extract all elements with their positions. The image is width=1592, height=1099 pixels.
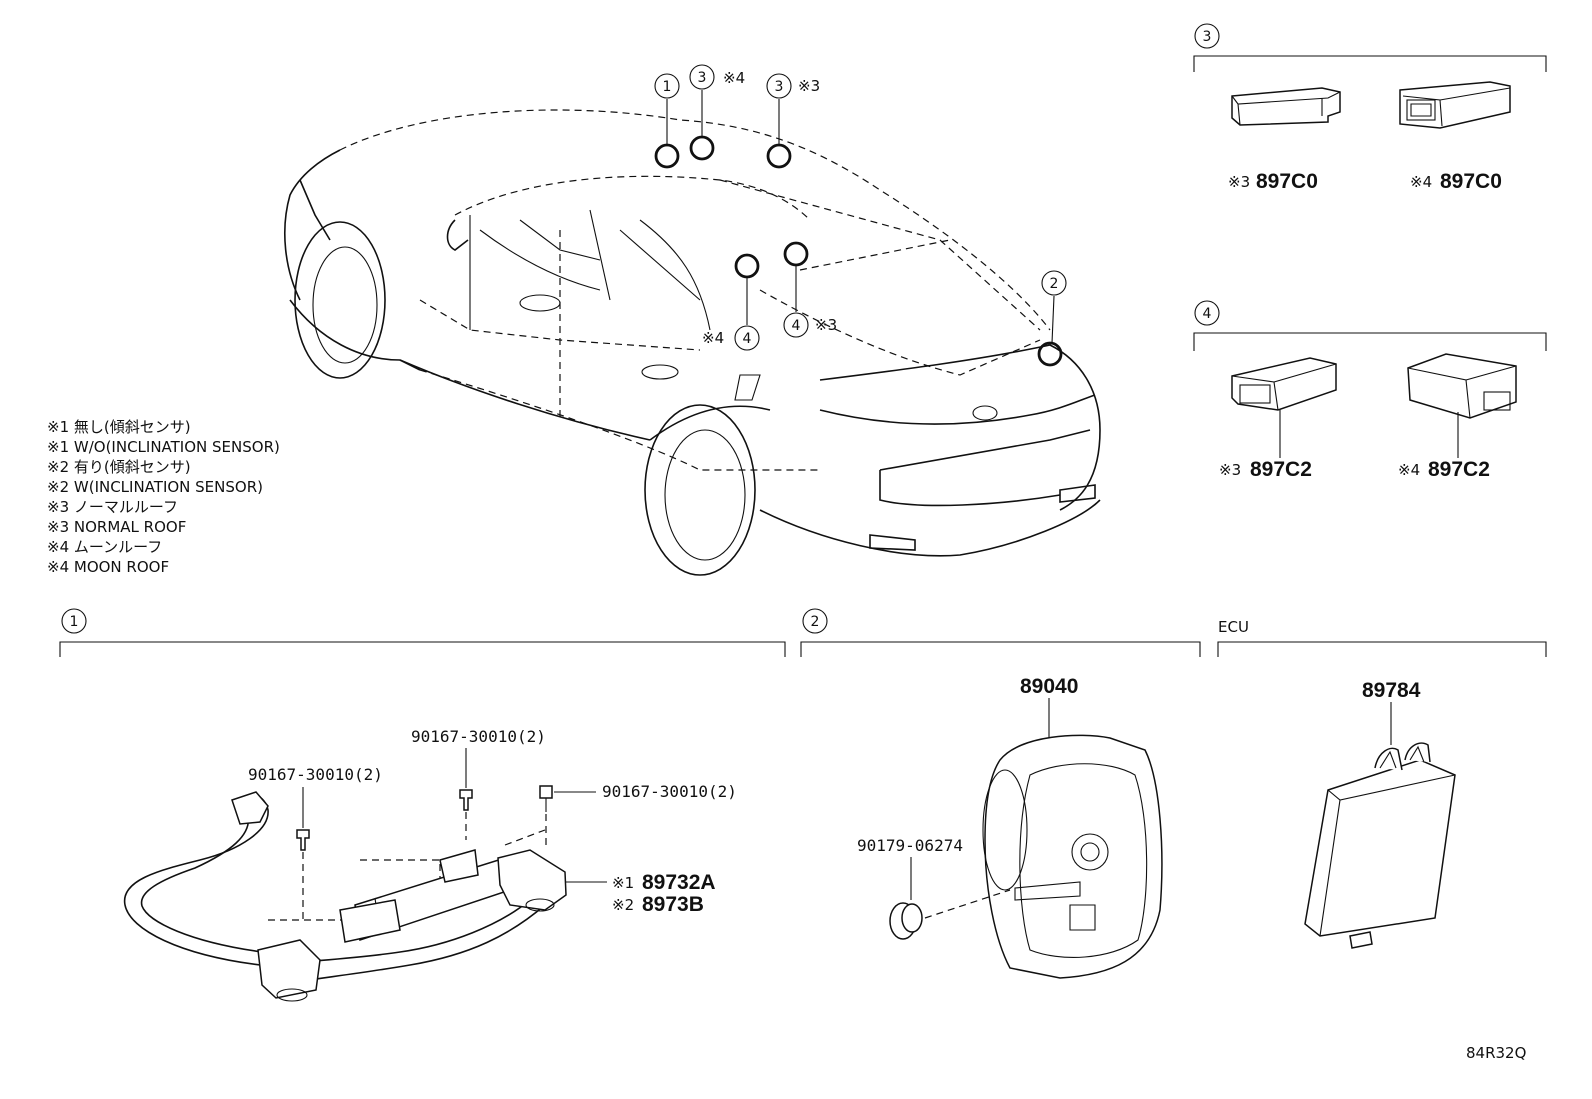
section-4-right-note: ※4 [1398,461,1420,479]
legend-line-2: ※1 W/O(INCLINATION SENSOR) [47,438,280,456]
callout-1: 1 [663,79,672,95]
location-marker-1 [654,143,680,169]
sensor-note-1: ※1 [612,874,634,892]
location-markers: 1 3 ※4 3 ※3 4 ※4 4 ※3 2 [654,64,1067,367]
callout-3-moonroof: 3 [698,70,707,86]
location-marker-4-moonroof [734,253,760,279]
section-3-number: 3 [1203,29,1212,45]
callout-4-moonroof: 4 [743,331,752,347]
sensor-part-8973B: 8973B [642,893,704,916]
legend-line-4: ※2 W(INCLINATION SENSOR) [47,478,263,496]
location-marker-2 [1037,341,1063,367]
section-4-number: 4 [1203,306,1212,322]
bolt-b [459,748,473,811]
car-illustration [284,109,1101,576]
section-1: 1 90167-30010(2) 90167-30010(2) 90167-30… [59,608,786,1002]
section-3: 3 ※3 897C0 ※4 897C0 [1193,23,1547,193]
callout-3-normal: 3 [775,79,784,95]
callout-note-3: ※3 [798,77,820,95]
section-4: 4 ※3 897C2 ※4 897C2 [1193,300,1547,481]
callout-4-normal: 4 [792,318,801,334]
bolt-c-label: 90167-30010(2) [602,782,737,801]
ecu-part-89784: 89784 [1362,679,1421,702]
section-3-left-part: 897C0 [1256,170,1318,193]
section-ecu: ECU 89784 [1217,618,1547,949]
legend-line-1: ※1 無し(傾斜センサ) [47,418,191,436]
legend: ※1 無し(傾斜センサ) ※1 W/O(INCLINATION SENSOR) … [47,418,280,576]
section-4-right-part: 897C2 [1428,458,1490,481]
section-4-left-note: ※3 [1219,461,1241,479]
legend-line-3: ※2 有り(傾斜センサ) [47,458,191,476]
bolt-a-label: 90167-30010(2) [248,765,383,784]
location-marker-4-normal [783,241,809,267]
legend-line-5: ※3 ノーマルルーフ [47,498,178,516]
section-2-number: 2 [811,614,820,630]
location-marker-3-normal [766,143,792,169]
callout-2: 2 [1050,276,1059,292]
section-3-right-note: ※4 [1410,173,1432,191]
sensor-note-2: ※2 [612,896,634,914]
legend-line-6: ※3 NORMAL ROOF [47,518,186,536]
figure-code: 84R32Q [1466,1044,1526,1062]
location-marker-3-moonroof [689,135,715,161]
section-2: 2 89040 90179-06274 [800,608,1201,979]
ecu-title: ECU [1218,618,1249,636]
section-4-left-part: 897C2 [1250,458,1312,481]
legend-line-8: ※4 MOON ROOF [47,558,169,576]
sensor-part-89732A: 89732A [642,871,716,894]
siren-part-89040: 89040 [1020,675,1078,698]
clip-part-label: 90179-06274 [857,836,963,855]
callout-note-4: ※4 [723,69,745,87]
bolt-c [539,785,596,812]
bolt-a [296,787,310,851]
section-3-left-note: ※3 [1228,173,1250,191]
legend-line-7: ※4 ムーンルーフ [47,538,162,556]
bolt-b-label: 90167-30010(2) [411,727,546,746]
section-1-number: 1 [70,614,79,630]
section-3-right-part: 897C0 [1440,170,1502,193]
callout-note-3b: ※3 [815,316,837,334]
callout-note-4b: ※4 [702,329,724,347]
